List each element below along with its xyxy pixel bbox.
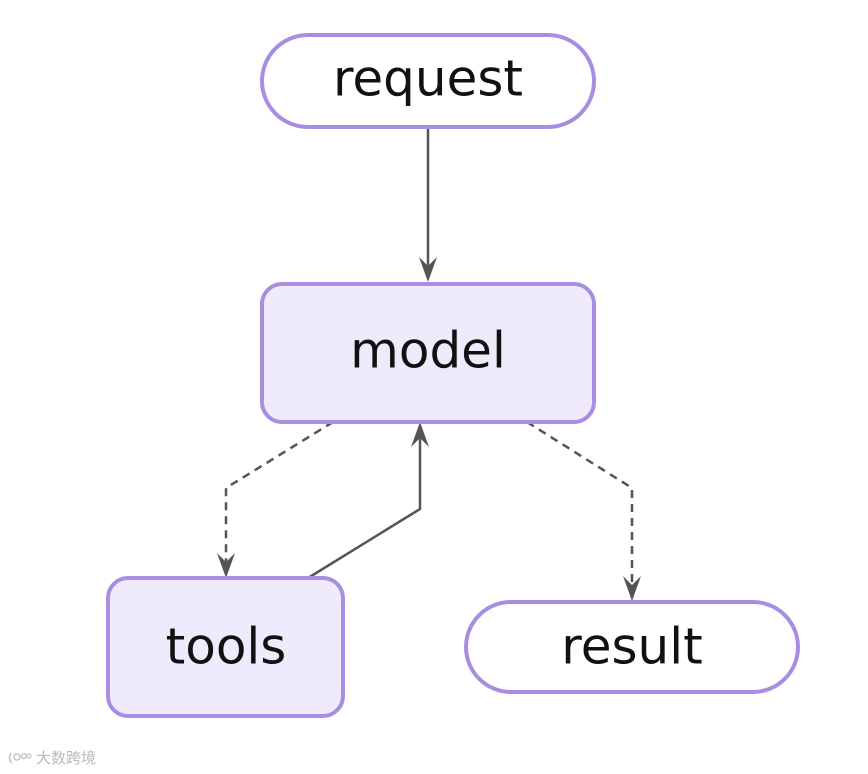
arrowhead-tools-to-model xyxy=(411,422,429,447)
edges xyxy=(217,127,641,601)
node-result-label: result xyxy=(561,618,702,676)
node-request-label: request xyxy=(333,50,523,108)
brand-logo-icon xyxy=(8,752,32,764)
edge-tools-to-model xyxy=(307,436,422,580)
node-tools: tools xyxy=(106,576,345,718)
arrowhead-model-to-tools xyxy=(217,553,235,578)
node-request: request xyxy=(260,33,596,129)
node-tools-label: tools xyxy=(166,618,287,676)
node-result: result xyxy=(464,600,800,694)
watermark-text: 大数跨境 xyxy=(36,749,97,767)
watermark: 大数跨境 xyxy=(8,747,96,768)
edge-model-to-result xyxy=(526,420,634,588)
arrowhead-request-to-model xyxy=(419,257,437,282)
edge-model-to-tools xyxy=(224,420,334,566)
node-model-label: model xyxy=(350,322,506,380)
arrowhead-model-to-result xyxy=(623,576,641,601)
node-model: model xyxy=(260,282,596,424)
